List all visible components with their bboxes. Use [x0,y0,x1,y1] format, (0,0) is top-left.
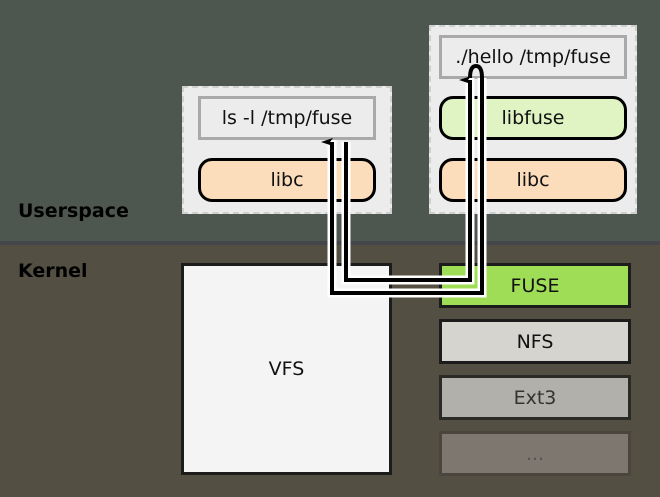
nfs-box: NFS [439,319,631,364]
reply-path-arrow [321,138,484,295]
hello-loop-curve [468,63,484,210]
reply-path-halo [327,78,487,298]
other-fs-box: ... [439,431,631,476]
userspace-label: Userspace [18,200,129,222]
kernel-label: Kernel [18,260,88,282]
request-path-arrow [344,76,472,282]
ext3-box: Ext3 [439,375,631,420]
request-path-halo [341,78,475,285]
vfs-box: VFS [181,263,392,475]
ls-command-box: ls -l /tmp/fuse [198,96,376,140]
